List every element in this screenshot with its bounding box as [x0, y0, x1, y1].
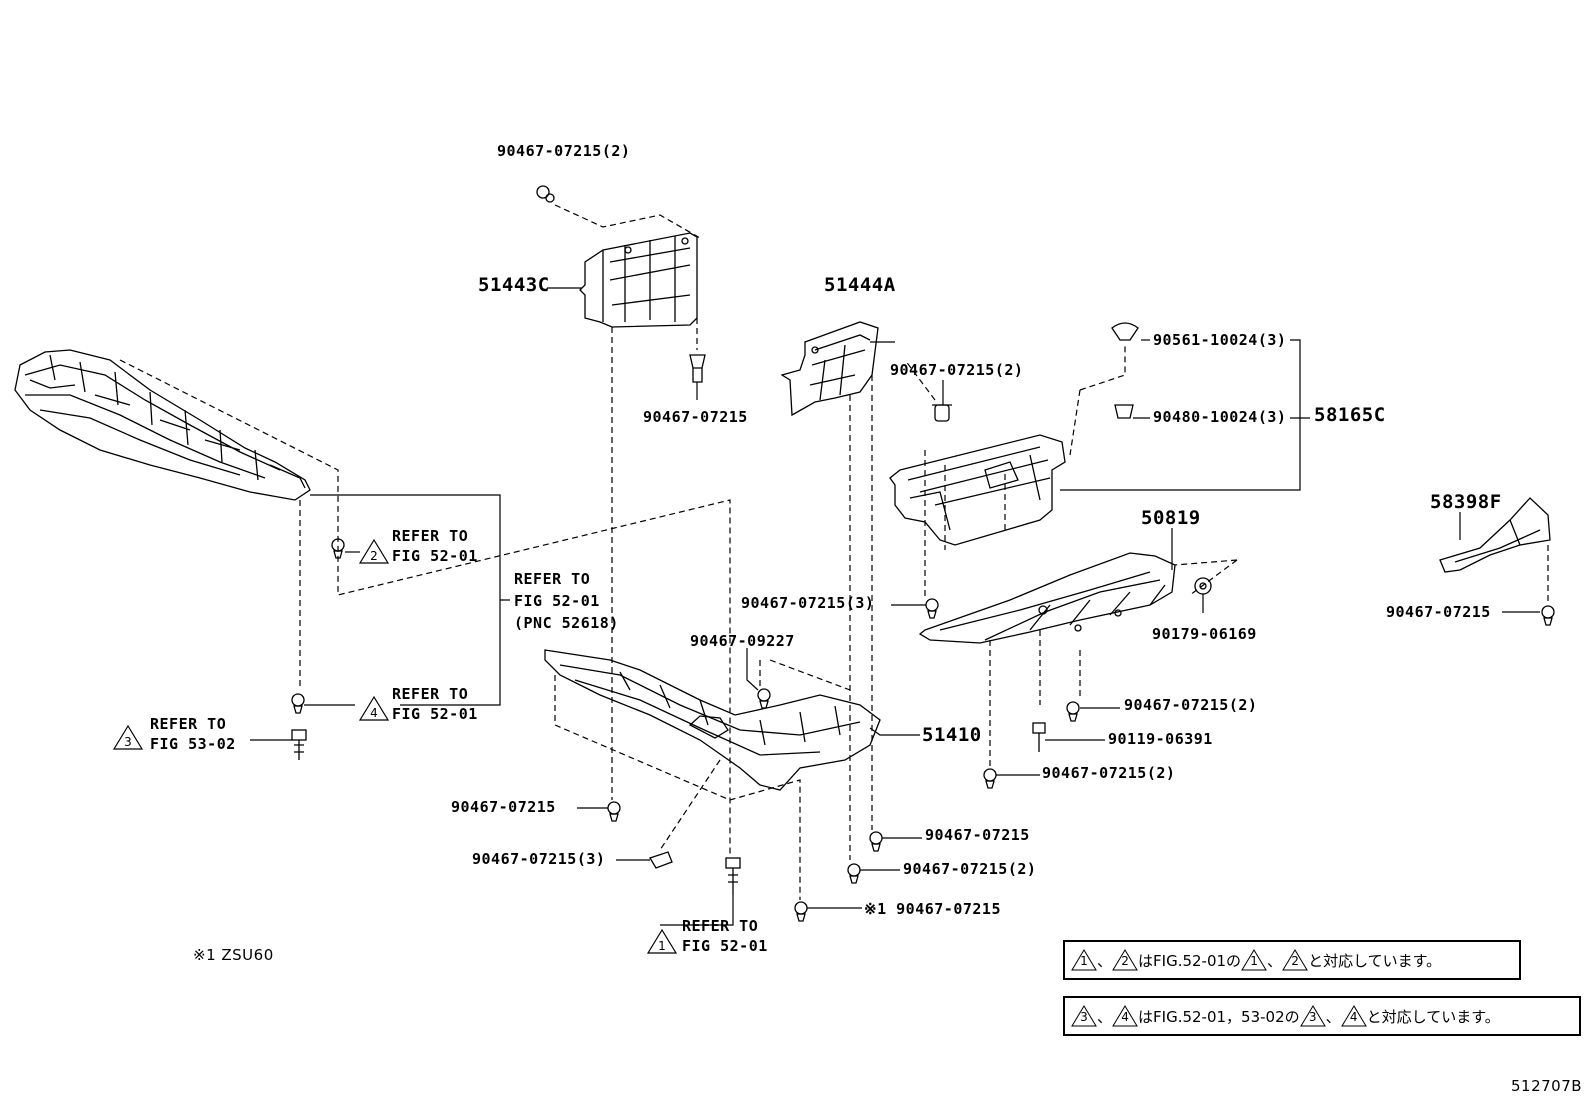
note-text: 、	[1097, 951, 1113, 970]
triangle-2-marker	[358, 538, 390, 564]
part-label: 90480-10024(3)	[1153, 408, 1287, 426]
note-text: 、	[1097, 1007, 1113, 1026]
undercover-50819-part	[918, 552, 1176, 644]
part-label: 90561-10024(3)	[1153, 331, 1287, 349]
shield-51443C-part	[579, 232, 698, 328]
marker-1-text: 1	[658, 939, 666, 953]
marker-3-text: 3	[124, 735, 132, 749]
refer-callout-line: (PNC 52618)	[514, 614, 619, 632]
part-label: 58398F	[1430, 491, 1502, 513]
refer-callout-line: FIG 52-01	[392, 705, 478, 723]
note-text: 、	[1325, 1007, 1341, 1026]
refer-callout-line: FIG 52-01	[514, 592, 600, 610]
refer-callout-line: FIG 53-02	[150, 735, 236, 753]
part-label: 90467-07215	[1386, 603, 1491, 621]
bracket-58398F-part	[1439, 497, 1551, 573]
part-label: 51443C	[478, 274, 550, 296]
refer-callout-line: REFER TO	[682, 917, 759, 935]
note-text: はFIG.52-01の	[1138, 951, 1242, 970]
part-label: 58165C	[1314, 404, 1386, 426]
triangle-1-icon: 1	[1241, 949, 1267, 971]
part-label: 90467-07215(2)	[1124, 696, 1258, 714]
part-label: ※1 90467-07215	[864, 900, 1001, 918]
triangle-2-icon: 2	[1112, 949, 1138, 971]
triangle-4-icon: 4	[1340, 1005, 1367, 1027]
part-label: 90467-07215	[925, 826, 1030, 844]
dashed-assembly-lines	[119, 204, 1549, 900]
part-label: 90467-09227	[690, 632, 795, 650]
figure-id: 512707B	[1511, 1077, 1583, 1095]
part-label: 90467-07215	[643, 408, 748, 426]
note-text: と対応しています。	[1308, 951, 1442, 970]
part-label: 90467-07215(3)	[472, 850, 606, 868]
marker-2-text: 2	[370, 549, 378, 563]
part-label: 50819	[1141, 507, 1201, 529]
refer-callout-line: FIG 52-01	[392, 547, 478, 565]
footnote: ※1 ZSU60	[193, 946, 274, 964]
triangle-1-marker	[646, 928, 678, 954]
part-label: 90119-06391	[1108, 730, 1213, 748]
part-label: 51410	[922, 724, 982, 746]
note-text: 、	[1267, 951, 1283, 970]
note-text: はFIG.52-01，53-02の	[1138, 1007, 1300, 1026]
part-label: 90467-07215(2)	[1042, 764, 1176, 782]
part-label: 51444A	[824, 274, 896, 296]
refer-callout-line: REFER TO	[392, 685, 469, 703]
triangle-3-icon: 3	[1299, 1005, 1326, 1027]
refer-callout-line: FIG 52-01	[682, 937, 768, 955]
triangle-3-icon: 3	[1071, 1005, 1097, 1027]
part-label: 90467-07215	[451, 798, 556, 816]
note-box-2: 3 、 4 はFIG.52-01，53-02の 3 、 4 と対応しています。	[1063, 996, 1581, 1036]
triangle-1-icon: 1	[1071, 949, 1097, 971]
part-label: 90467-07215(3)	[741, 594, 875, 612]
engine-undercover-51410-part	[544, 649, 881, 791]
marker-4-text: 4	[370, 706, 378, 720]
tray-58165C-part	[889, 434, 1066, 546]
shield-51444A-part	[780, 321, 879, 417]
part-label: 90467-07215(2)	[903, 860, 1037, 878]
note-box-1: 1 、 2 はFIG.52-01の 1 、 2 と対応しています。	[1063, 940, 1521, 980]
refer-callout-line: REFER TO	[150, 715, 227, 733]
refer-callout-line: REFER TO	[392, 527, 469, 545]
refer-callout-line: REFER TO	[514, 570, 591, 588]
note-text: と対応しています。	[1366, 1007, 1500, 1026]
part-label: 90467-07215(2)	[497, 142, 631, 160]
reference-triangles	[112, 538, 678, 954]
triangle-3-marker	[112, 724, 144, 750]
triangle-2-icon: 2	[1282, 949, 1308, 971]
part-label: 90179-06169	[1152, 625, 1257, 643]
front-bumper-undercover-part	[14, 349, 311, 501]
leader-lines	[250, 287, 1540, 926]
triangle-4-icon: 4	[1112, 1005, 1138, 1027]
part-label: 90467-07215(2)	[890, 361, 1024, 379]
triangle-4-marker	[358, 695, 390, 721]
